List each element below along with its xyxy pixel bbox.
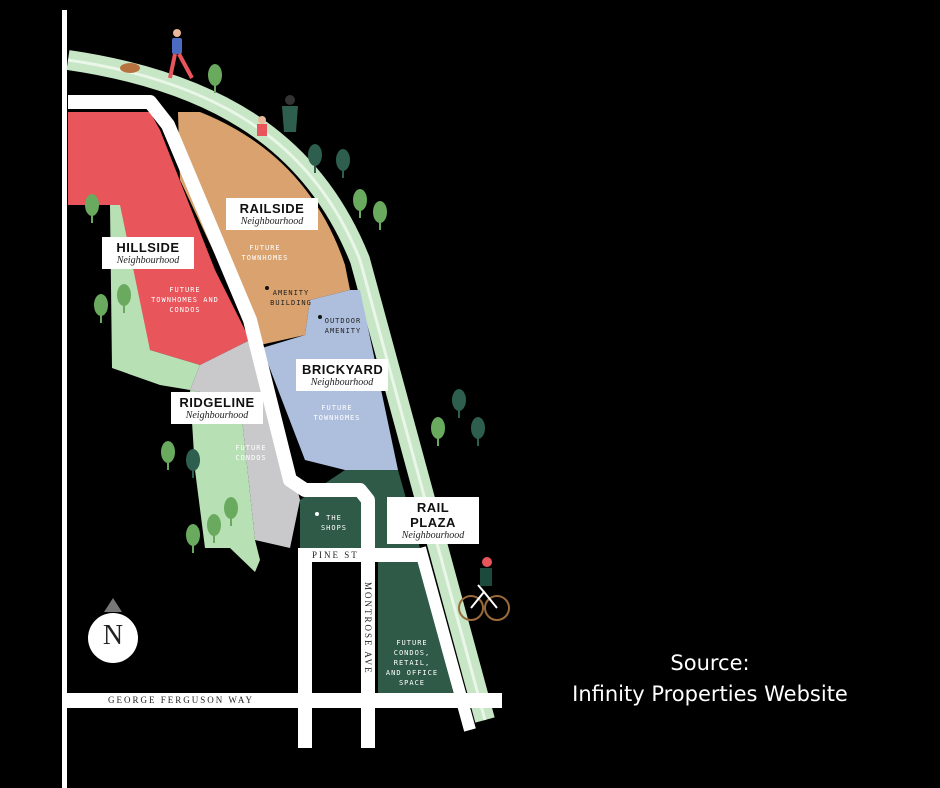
rail-plaza-label: RAIL PLAZA Neighbourhood: [387, 497, 479, 544]
hillside-label: HILLSIDE Neighbourhood: [102, 237, 194, 269]
tree-icon: [161, 441, 175, 470]
railside-name: RAILSIDE: [239, 201, 305, 216]
trees: [85, 64, 485, 553]
railside-sub: Neighbourhood: [240, 216, 304, 227]
tree-icon: [308, 144, 322, 173]
george-ferguson-way-label: GEORGE FERGUSON WAY: [108, 695, 255, 705]
shops-marker: [315, 512, 319, 516]
ridgeline-sub: Neighbourhood: [185, 410, 249, 421]
tree-icon: [452, 389, 466, 418]
compass-north-letter: N: [102, 620, 124, 651]
tree-icon: [117, 284, 131, 313]
tree-icon: [471, 417, 485, 446]
george-ferguson-road: [67, 693, 502, 708]
tree-icon: [94, 294, 108, 323]
boundary-line: [62, 10, 67, 788]
hillside-future-note: FUTURE TOWNHOMES AND CONDOS: [151, 286, 219, 314]
railside-future-note: FUTURE TOWNHOMES: [241, 244, 289, 262]
cyclist-icon: [458, 557, 510, 621]
family-walking-icon: [257, 95, 298, 136]
tree-icon: [208, 64, 222, 93]
tree-icon: [186, 524, 200, 553]
ridgeline-name: RIDGELINE: [179, 395, 255, 410]
compass-circle: [88, 613, 138, 663]
tree-icon: [85, 194, 99, 223]
brickyard-label: BRICKYARD Neighbourhood: [296, 359, 388, 391]
pine-st-road: [298, 548, 425, 748]
montrose-ave-label: MONTROSE AVE: [363, 582, 373, 675]
tree-icon: [224, 497, 238, 526]
compass-arrow-icon: [104, 598, 122, 612]
rail-plaza-sub: Neighbourhood: [401, 530, 465, 541]
outdoor-amenity-marker: [318, 315, 322, 319]
rail-plaza-future-note: FUTURE CONDOS, RETAIL, AND OFFICE SPACE: [385, 639, 439, 687]
tree-icon: [353, 189, 367, 218]
brickyard-future-note: FUTURE TOWNHOMES: [313, 404, 361, 422]
trail-centerline: [67, 58, 487, 721]
source-line-1: Source:: [670, 651, 750, 675]
rail-plaza-south: [378, 562, 455, 700]
the-shops-note: THE SHOPS: [320, 514, 348, 532]
brickyard-name: BRICKYARD: [302, 362, 384, 377]
tree-icon: [373, 201, 387, 230]
main-road: [68, 95, 375, 748]
pine-st-label: PINE ST: [312, 550, 359, 560]
tree-icon: [431, 417, 445, 446]
tree-icon: [207, 514, 221, 543]
ridgeline-future-note: FUTURE CONDOS: [235, 444, 267, 462]
brickyard-sub: Neighbourhood: [310, 377, 374, 388]
green-space-west: [110, 205, 200, 390]
tree-icon: [186, 449, 200, 478]
amenity-building-marker: [265, 286, 269, 290]
hillside-sub: Neighbourhood: [116, 255, 180, 266]
ridgeline-label: RIDGELINE Neighbourhood: [171, 392, 263, 424]
tree-icon: [336, 149, 350, 178]
walker-with-dog-icon: [120, 29, 194, 79]
rail-plaza-name: RAIL PLAZA: [410, 500, 456, 530]
outdoor-amenity-note: OUTDOOR AMENITY: [324, 317, 362, 335]
railside-label: RAILSIDE Neighbourhood: [226, 198, 318, 230]
source-caption: Source: Infinity Properties Website: [540, 648, 880, 710]
compass: [88, 598, 138, 663]
source-line-2: Infinity Properties Website: [572, 682, 848, 706]
amenity-building-note: AMENITY BUILDING: [270, 289, 312, 307]
hillside-name: HILLSIDE: [116, 240, 180, 255]
